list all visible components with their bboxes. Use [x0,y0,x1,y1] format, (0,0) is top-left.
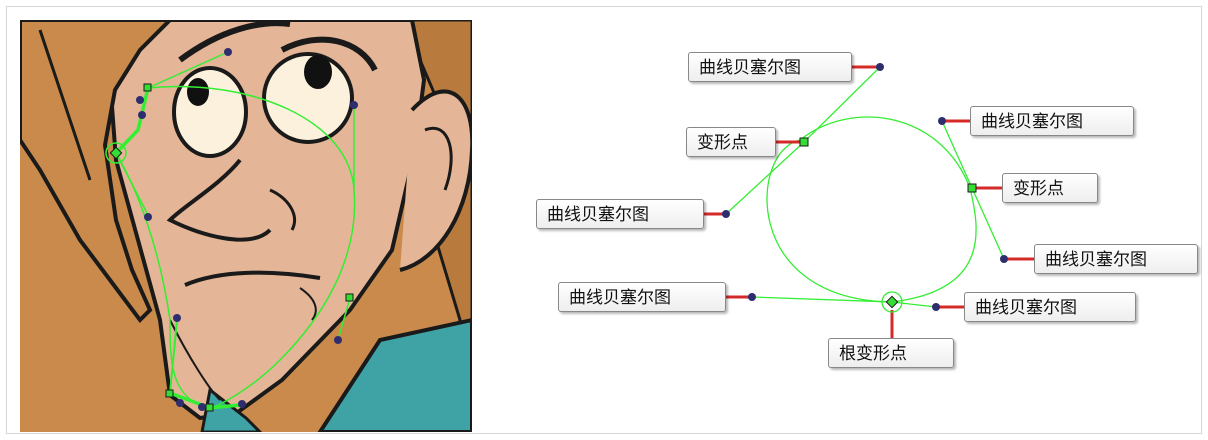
deform-point [165,389,174,398]
root-deform-point [885,295,899,309]
mouth [184,270,321,287]
deform-points [799,137,977,193]
handle-point [334,336,342,344]
bezier-point [722,210,730,218]
mouth-corner [299,287,317,321]
handle-line-bottom [751,296,937,308]
deform-point [143,83,152,92]
bezier-point [876,63,884,71]
rig-handle-points [136,48,358,411]
connector-lines [704,65,1034,338]
deformation-rig [115,51,356,409]
bezier-point [748,293,756,301]
rig-handle-line [115,152,149,216]
left-pupil [187,78,209,106]
bezier-point [932,303,940,311]
right-pupil [304,55,332,89]
handle-point [176,399,184,407]
handle-point [224,48,232,56]
character-face-image [20,20,472,432]
right-brow [280,36,378,72]
bezier-point [938,117,946,125]
handle-point [138,111,146,119]
deformation-diagram: 曲线贝塞尔图 变形点 曲线贝塞尔图 变形点 曲线贝塞尔图 曲线贝塞尔图 曲线贝塞… [480,0,1208,440]
deform-point [967,183,977,193]
rig-handle-line [337,297,351,341]
nose [166,158,272,242]
hair-left [20,20,173,324]
root-deform-ring [881,291,903,313]
handle-point [173,314,181,322]
label-bezier-upper-right: 曲线贝塞尔图 [970,106,1134,136]
character-illustration [20,20,472,432]
handle-point [238,400,246,408]
label-deform-point-right: 变形点 [1002,173,1098,203]
left-brow [178,20,291,63]
deformation-curve [766,116,977,303]
label-bezier-left-bottom: 曲线贝塞尔图 [558,282,726,312]
deform-point [799,137,809,147]
hair-strand-line [38,29,92,181]
label-root-deform-point: 根变形点 [828,338,954,368]
nostril [269,188,296,231]
rig-bone-chin [169,319,178,394]
handle-point [136,96,144,104]
deform-point [345,293,354,302]
left-eye [172,66,248,158]
label-deform-point-left: 变形点 [686,127,776,157]
handle-point [350,101,358,109]
label-bezier-left-middle: 曲线贝塞尔图 [536,199,704,229]
rig-curve [115,85,356,409]
root-deform-point [109,146,123,160]
diagram-canvas [704,63,1034,338]
label-bezier-right-lower: 曲线贝塞尔图 [1034,244,1198,274]
root-deform-point-ring [105,142,127,164]
rig-handle-line [147,51,229,89]
rig-deform-points [143,83,354,412]
ear [399,89,472,272]
shirt-collar [317,317,472,432]
deform-point [205,403,214,412]
bezier-point [1000,255,1008,263]
handle-point [144,213,152,221]
label-bezier-top: 曲线贝塞尔图 [688,52,852,82]
bezier-handle-points [722,63,1008,311]
ear-inner [424,126,453,191]
label-bezier-bottom-right: 曲线贝塞尔图 [964,292,1136,322]
handle-point [198,403,206,411]
